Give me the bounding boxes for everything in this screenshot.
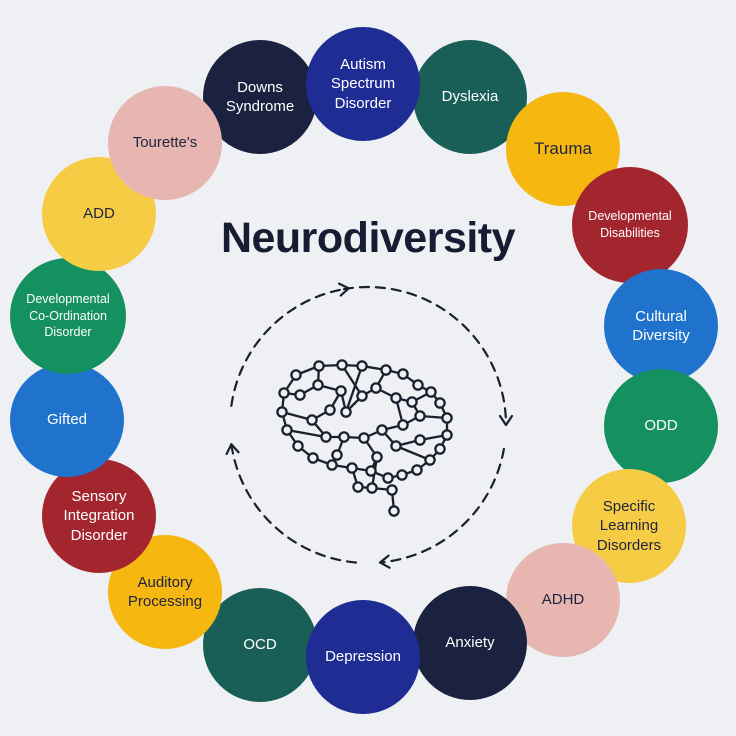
circuit-node: [313, 360, 325, 372]
circuit-node: [340, 406, 352, 418]
bubble-developmental-co-ordination-disorder: Developmental Co-Ordination Disorder: [10, 258, 126, 374]
circuit-link: [394, 444, 432, 462]
circuit-node: [425, 386, 437, 398]
dashed-arc: [230, 443, 358, 564]
circuit-node: [358, 432, 370, 444]
circuit-node: [396, 469, 408, 481]
circuit-node: [380, 364, 392, 376]
circuit-node: [281, 424, 293, 436]
dashed-arc: [342, 285, 508, 427]
circuit-node: [397, 368, 409, 380]
circular-arrows-icon: [230, 285, 508, 564]
circuit-node: [292, 440, 304, 452]
circuit-node: [312, 379, 324, 391]
arrowhead: [337, 282, 350, 297]
circuit-node: [388, 505, 400, 517]
diagram-title: Neurodiversity: [220, 214, 516, 262]
circuit-node: [390, 392, 402, 404]
circuit-node: [306, 414, 318, 426]
circuit-node: [382, 472, 394, 484]
circuit-node: [412, 379, 424, 391]
circuit-node: [414, 434, 426, 446]
circuit-link: [285, 428, 328, 439]
circuit-node: [356, 360, 368, 372]
bubble-autism-spectrum-disorder: Autism Spectrum Disorder: [306, 27, 420, 141]
circuit-node: [434, 443, 446, 455]
bubble-developmental-disabilities: Developmental Disabilities: [572, 167, 688, 283]
circuit-node: [324, 404, 336, 416]
bubble-tourettes: Tourette's: [108, 86, 222, 200]
circuit-node: [294, 389, 306, 401]
circuit-node: [320, 431, 332, 443]
circuit-node: [411, 464, 423, 476]
bubble-anxiety: Anxiety: [413, 586, 527, 700]
bubble-gifted: Gifted: [10, 363, 124, 477]
circuit-node: [371, 451, 383, 463]
circuit-node: [397, 419, 409, 431]
circuit-node: [366, 482, 378, 494]
arrowhead: [498, 414, 514, 427]
circuit-node: [356, 390, 368, 402]
circuit-node: [376, 424, 388, 436]
arrowhead: [225, 443, 240, 456]
bubble-ocd: OCD: [203, 588, 317, 702]
circuit-node: [441, 429, 453, 441]
circuit-node: [370, 382, 382, 394]
bubble-odd: ODD: [604, 369, 718, 483]
circuit-node: [352, 481, 364, 493]
circuit-node: [336, 359, 348, 371]
bubble-cultural-diversity: Cultural Diversity: [604, 269, 718, 383]
circuit-node: [424, 454, 436, 466]
dashed-arc: [378, 447, 506, 564]
circuit-node: [276, 406, 288, 418]
circuit-node: [290, 369, 302, 381]
circuit-node: [326, 459, 338, 471]
bubble-sensory-integration-disorder: Sensory Integration Disorder: [42, 459, 156, 573]
circuit-node: [434, 397, 446, 409]
circuit-node: [390, 440, 402, 452]
circuit-node: [307, 452, 319, 464]
bubble-downs-syndrome: Downs Syndrome: [203, 40, 317, 154]
circuit-node: [414, 410, 426, 422]
circuit-node: [338, 431, 350, 443]
circuit-node: [386, 484, 398, 496]
circuit-link: [344, 364, 364, 414]
circuit-node: [331, 449, 343, 461]
circuit-node: [335, 385, 347, 397]
circuit-node: [346, 462, 358, 474]
circuit-node: [441, 412, 453, 424]
brain-circuit-icon: [276, 359, 453, 517]
circuit-node: [278, 387, 290, 399]
circuit-node: [365, 465, 377, 477]
arrowheads: [225, 282, 514, 569]
circuit-link: [340, 363, 364, 398]
circuit-node: [406, 396, 418, 408]
bubble-add: ADD: [42, 157, 156, 271]
dashed-arc: [230, 287, 350, 407]
arrowhead: [378, 554, 391, 569]
bubble-depression: Depression: [306, 600, 420, 714]
